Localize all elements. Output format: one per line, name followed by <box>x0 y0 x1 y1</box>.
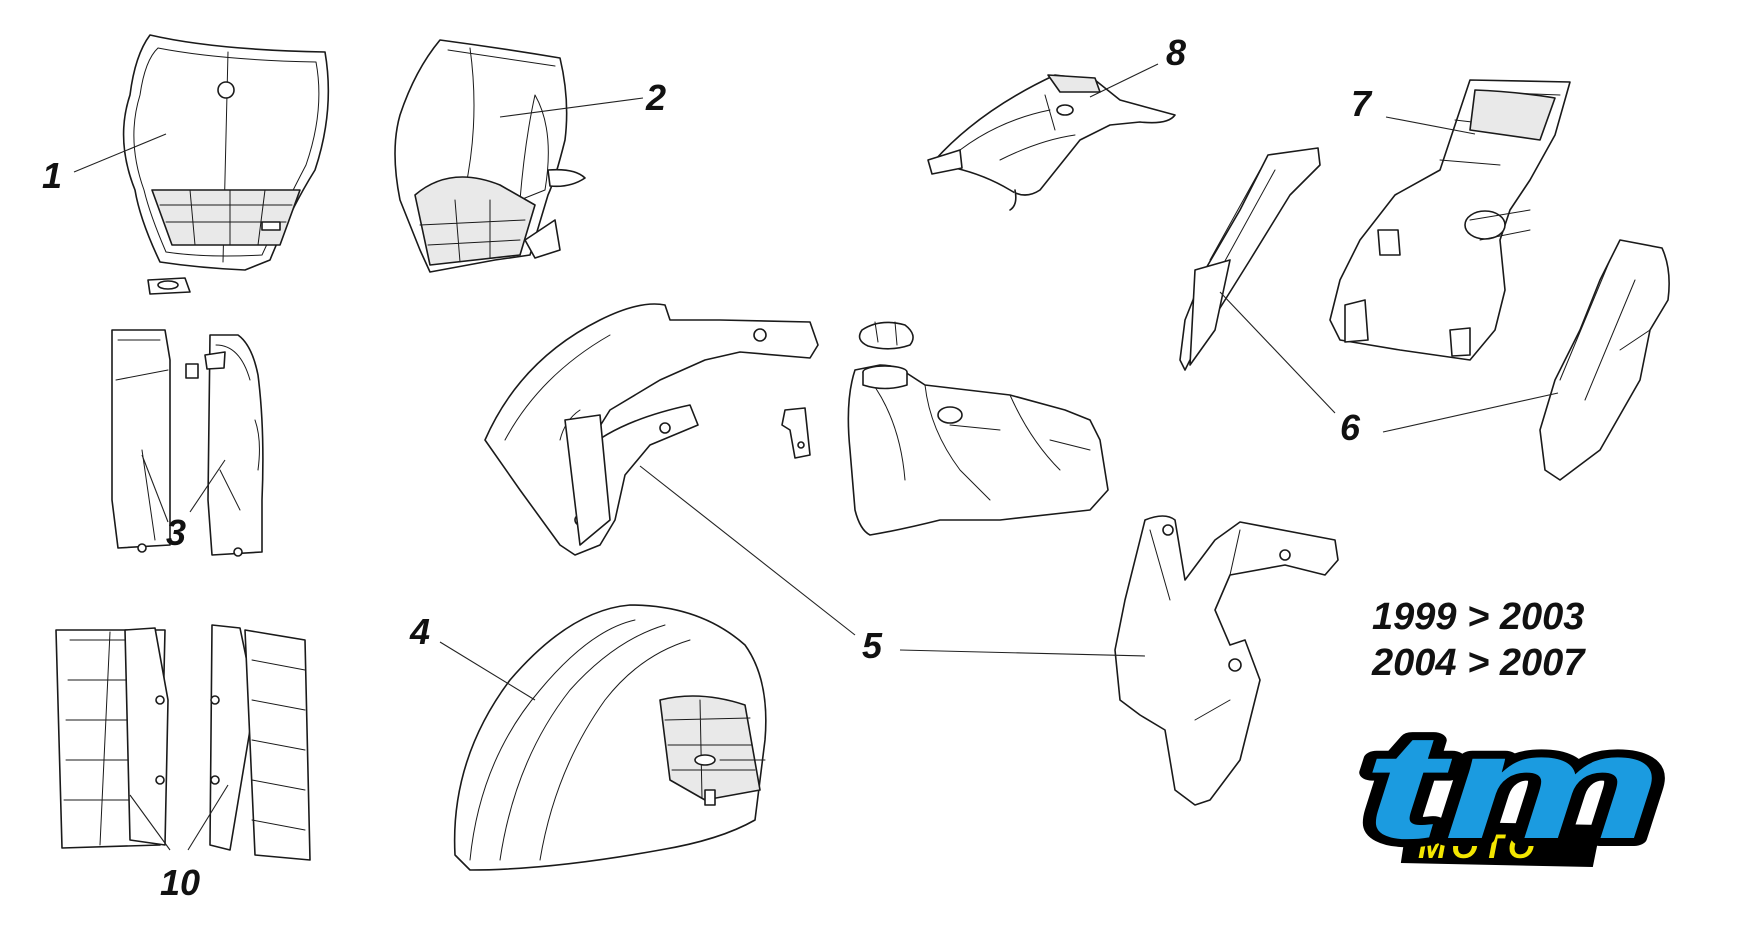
leader-1 <box>73 133 167 173</box>
callout-3: 3 <box>166 512 186 553</box>
leader-6b <box>1382 392 1559 433</box>
headlight-mask-side <box>394 39 586 273</box>
year-range-1: 1999 > 2003 <box>1372 596 1585 638</box>
callout-1: 1 <box>42 155 62 196</box>
callout-8: 8 <box>1166 32 1186 73</box>
leader-3a <box>141 454 169 523</box>
rear-fender-older <box>927 74 1176 211</box>
rear-fender <box>1329 79 1571 361</box>
tm-moto-logo: MOTO tm tm <box>1354 694 1670 878</box>
year-range-2: 2004 > 2007 <box>1372 642 1585 684</box>
callout-10: 10 <box>160 862 200 903</box>
logo-tm-text: tm <box>1362 702 1662 870</box>
leader-6a <box>1219 291 1336 414</box>
callout-5: 5 <box>862 625 883 666</box>
headlight-mask-front <box>122 34 330 295</box>
fork-guards <box>111 329 264 557</box>
tank-bracket <box>781 407 811 459</box>
logo-moto-banner <box>1400 820 1602 868</box>
callout-numbers: 1 2 3 4 5 6 7 8 10 <box>42 32 1373 903</box>
model-year-ranges: 1999 > 2003 2004 > 2007 <box>1372 594 1672 686</box>
leader-4 <box>439 641 536 701</box>
callout-2: 2 <box>645 77 666 118</box>
callout-6: 6 <box>1340 407 1361 448</box>
leader-lines <box>73 63 1559 851</box>
logo-tm-outline: tm <box>1362 702 1662 870</box>
leader-2 <box>499 97 644 118</box>
side-panel-right <box>1539 239 1670 481</box>
fuel-tank <box>847 364 1109 536</box>
radiator-shroud-right <box>1114 515 1339 806</box>
callout-4: 4 <box>409 611 430 652</box>
leader-10b <box>187 784 229 851</box>
leader-3b <box>189 459 226 513</box>
leader-7 <box>1385 116 1476 135</box>
radiator-shroud-left <box>484 303 819 556</box>
callout-7: 7 <box>1351 83 1373 124</box>
leader-8 <box>1089 63 1159 98</box>
leader-5a <box>639 465 856 636</box>
fuel-cap <box>858 321 914 350</box>
side-panel-left <box>1179 147 1321 371</box>
leader-5b <box>899 649 1146 657</box>
radiator-guards <box>55 624 311 861</box>
leader-10a <box>129 794 171 851</box>
front-fender <box>453 604 767 871</box>
logo-moto-text: MOTO <box>1418 828 1539 866</box>
